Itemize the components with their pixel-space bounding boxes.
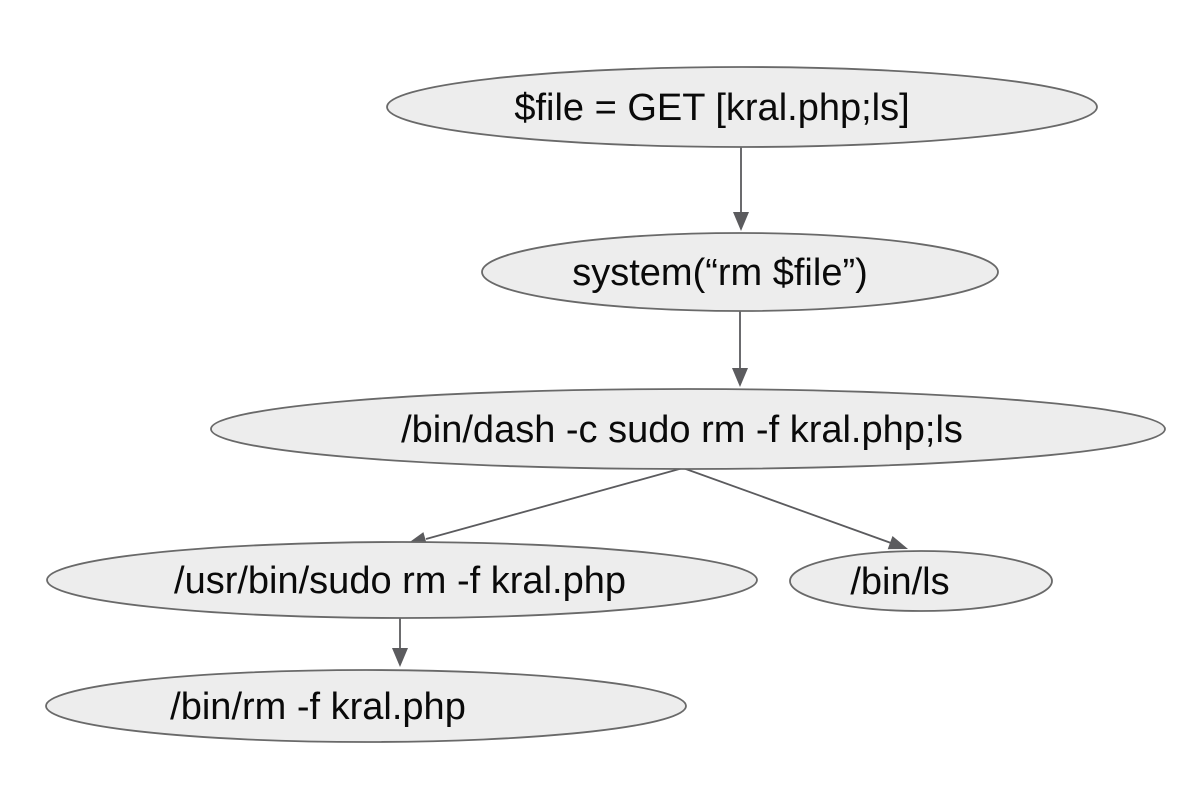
edge-system-to-shell: [732, 311, 748, 387]
arrowhead-down-icon: [732, 368, 748, 387]
node-rm: /bin/rm -f kral.php: [45, 669, 687, 743]
arrowhead-down-right-icon: [887, 536, 908, 550]
node-sudo-ellipse: [46, 541, 758, 619]
arrowhead-down-icon: [733, 212, 749, 231]
node-ls-label: /bin/ls: [850, 561, 949, 603]
node-source-label: $file = GET [kral.php;ls]: [514, 87, 909, 129]
edge-shell-to-ls: [682, 467, 908, 550]
node-source-ellipse: [386, 66, 1098, 148]
node-shell-label: /bin/dash -c sudo rm -f kral.php;ls: [401, 409, 963, 451]
edge-sudo-to-rm: [392, 618, 408, 667]
edge-shell-to-sudo: [407, 467, 684, 546]
node-shell: /bin/dash -c sudo rm -f kral.php;ls: [210, 388, 1166, 470]
edge-source-to-system: [733, 147, 749, 231]
node-ls-ellipse: [789, 550, 1053, 612]
node-sudo-label: /usr/bin/sudo rm -f kral.php: [174, 560, 626, 602]
node-shell-ellipse: [210, 388, 1166, 470]
node-system-call-ellipse: [481, 232, 999, 312]
node-sudo: /usr/bin/sudo rm -f kral.php: [46, 541, 758, 619]
node-rm-ellipse: [45, 669, 687, 743]
node-ls: /bin/ls: [789, 550, 1053, 612]
edge-shell-to-ls-line: [682, 467, 892, 544]
node-rm-label: /bin/rm -f kral.php: [170, 686, 466, 728]
node-system-call: system(“rm $file”): [481, 232, 999, 312]
arrowhead-down-icon: [392, 648, 408, 667]
node-system-call-label: system(“rm $file”): [572, 252, 868, 294]
node-source: $file = GET [kral.php;ls]: [386, 66, 1098, 148]
edge-shell-to-sudo-line: [425, 467, 684, 540]
